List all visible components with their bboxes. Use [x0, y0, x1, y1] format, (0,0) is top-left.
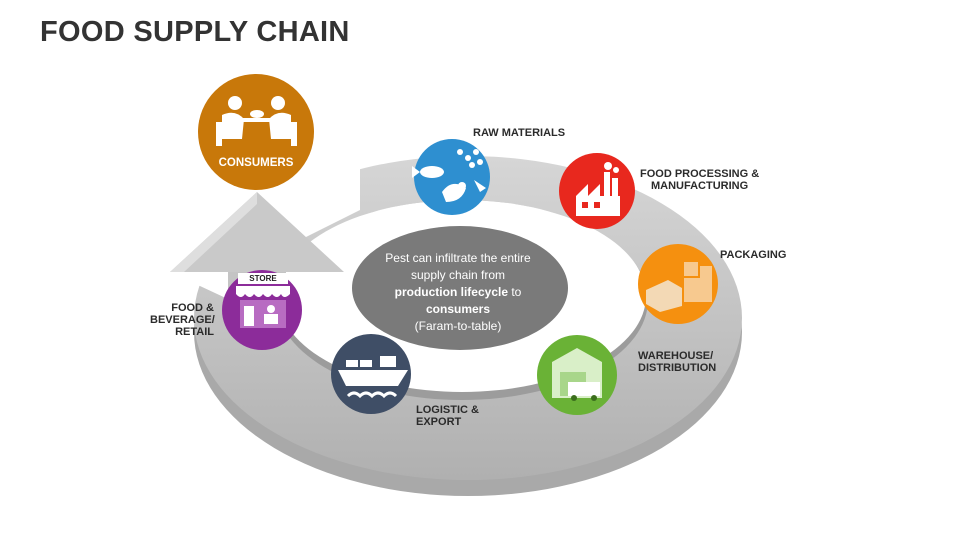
consumers-label: CONSUMERS: [218, 157, 294, 169]
center-line-2: supply chain from: [410, 268, 506, 282]
boxes-icon: [646, 262, 712, 312]
raw-materials-label: RAW MATERIALS: [473, 127, 566, 139]
raw-materials-node: [412, 139, 490, 215]
factory-icon: [576, 162, 620, 216]
warehouse-node: [537, 335, 617, 415]
retail-node: [222, 270, 302, 350]
logistic-label: LOGISTIC & EXPORT: [416, 404, 479, 428]
center-to: to: [508, 285, 522, 299]
retail-label: FOOD & BEVERAGE/ RETAIL: [150, 302, 215, 338]
packaging-node: [638, 244, 718, 324]
fish-bird-plant-icon: [412, 149, 486, 202]
food-processing-label: FOOD PROCESSING & MANUFACTURING: [640, 168, 760, 192]
center-text: Pest can infiltrate the entire supply ch…: [368, 250, 548, 335]
center-line-3: production lifecycle to: [368, 284, 548, 301]
truck-warehouse-icon: [552, 348, 602, 401]
cargo-ship-icon: [338, 356, 408, 399]
packaging-label: PACKAGING: [720, 249, 787, 261]
center-line-4: consumers: [368, 301, 548, 318]
center-bold-2: consumers: [425, 302, 491, 316]
consumers-node: [198, 74, 314, 190]
people-dining-icon: [216, 96, 297, 146]
center-line-1: Pest can infiltrate the entire: [385, 251, 531, 265]
center-line-5: (Faram-to-table): [414, 319, 502, 333]
warehouse-label: WAREHOUSE/ DISTRIBUTION: [638, 350, 717, 374]
center-ellipse: [352, 226, 568, 350]
store-sign-label: STORE: [249, 274, 277, 283]
food-processing-node: [559, 153, 635, 229]
store-icon: [236, 273, 290, 328]
page-title: FOOD SUPPLY CHAIN: [40, 16, 350, 48]
center-bold-1: production lifecycle: [394, 285, 508, 299]
logistic-node: [331, 334, 411, 414]
